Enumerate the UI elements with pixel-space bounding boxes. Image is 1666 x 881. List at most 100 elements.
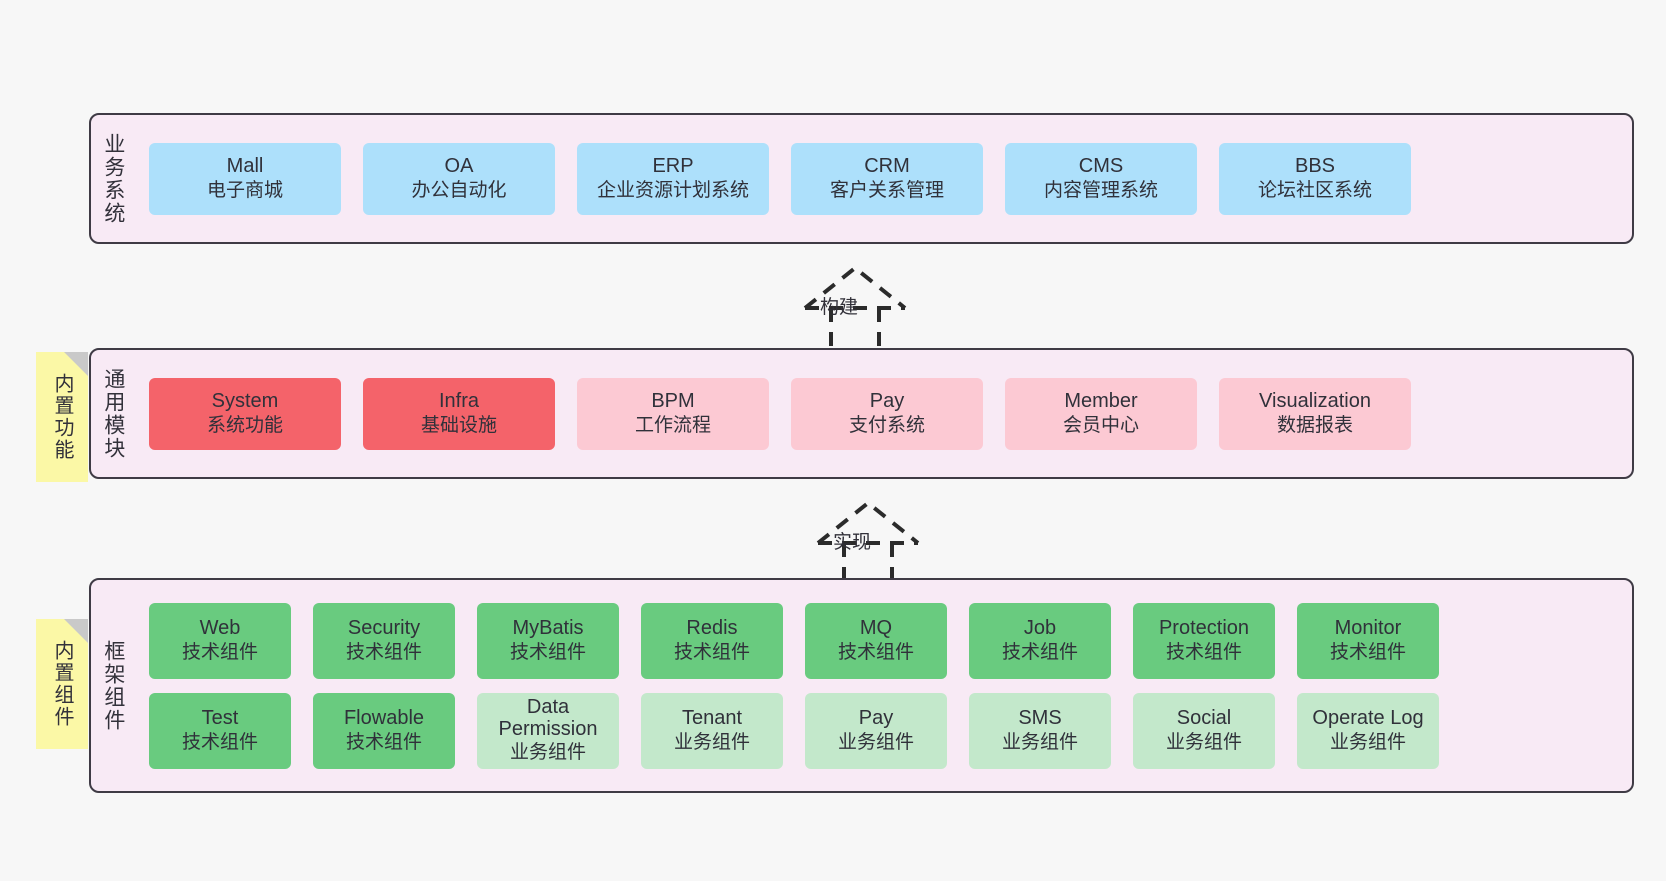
card-title: Monitor [1334,616,1402,639]
card-title: Data Permission [498,695,598,741]
card-subtitle: 数据报表 [1276,415,1353,437]
card-title: Social [1176,706,1232,729]
framework-tech-row: Web 技术组件 Security 技术组件 MyBatis 技术组件 Redi… [139,602,1632,679]
card-title: Infra [438,389,480,412]
card-title: Test [201,706,239,729]
card-title: CRM [864,154,910,177]
layer-title-common-module: 通用模块 [101,367,125,460]
card-flowable[interactable]: Flowable 技术组件 [313,692,455,769]
card-title: Pay [858,706,894,729]
card-title: OA [444,154,474,177]
card-social[interactable]: Social 业务组件 [1133,692,1275,769]
card-title: MQ [859,616,893,639]
card-security[interactable]: Security 技术组件 [313,602,455,679]
layer-body-common-module: System 系统功能 Infra 基础设施 BPM 工作流程 Pay 支付系统… [135,350,1632,477]
card-system[interactable]: System 系统功能 [149,377,341,450]
note-builtin-features: 内置功能 [36,352,88,482]
card-subtitle: 技术组件 [509,642,586,664]
layer-body-business-system: Mall 电子商城 OA 办公自动化 ERP 企业资源计划系统 CRM 客户关系… [135,115,1632,242]
card-subtitle: 技术组件 [181,732,258,754]
business-card-row: Mall 电子商城 OA 办公自动化 ERP 企业资源计划系统 CRM 客户关系… [139,142,1632,215]
card-cms[interactable]: CMS 内容管理系统 [1005,142,1197,215]
card-pay[interactable]: Pay 支付系统 [791,377,983,450]
card-title: Web [199,616,241,639]
card-title: Operate Log [1312,706,1424,729]
card-subtitle: 工作流程 [634,415,711,437]
card-title: Flowable [343,706,425,729]
card-title: Pay [869,389,905,412]
card-infra[interactable]: Infra 基础设施 [363,377,555,450]
card-subtitle: 业务组件 [1329,732,1406,754]
card-subtitle: 技术组件 [1329,642,1406,664]
card-title: BBS [1294,154,1336,177]
connector-implement [808,497,948,589]
card-job[interactable]: Job 技术组件 [969,602,1111,679]
card-title: Tenant [681,706,743,729]
card-subtitle: 技术组件 [181,642,258,664]
card-subtitle: 内容管理系统 [1043,180,1158,202]
connector-build [795,262,935,354]
card-title: Security [347,616,421,639]
card-operate-log[interactable]: Operate Log 业务组件 [1297,692,1439,769]
card-protection[interactable]: Protection 技术组件 [1133,602,1275,679]
card-subtitle: 技术组件 [673,642,750,664]
layer-body-framework-components: Web 技术组件 Security 技术组件 MyBatis 技术组件 Redi… [135,580,1632,791]
connector-implement-label: 实现 [833,532,872,553]
card-mybatis[interactable]: MyBatis 技术组件 [477,602,619,679]
card-subtitle: 技术组件 [1165,642,1242,664]
card-data-permission[interactable]: Data Permission 业务组件 [477,692,619,769]
card-redis[interactable]: Redis 技术组件 [641,602,783,679]
card-subtitle: 客户关系管理 [829,180,944,202]
card-subtitle: 技术组件 [837,642,914,664]
layer-title-business-system: 业务系统 [101,132,125,225]
card-mq[interactable]: MQ 技术组件 [805,602,947,679]
common-module-card-row: System 系统功能 Infra 基础设施 BPM 工作流程 Pay 支付系统… [139,377,1632,450]
framework-business-row: Test 技术组件 Flowable 技术组件 Data Permission … [139,692,1632,769]
card-subtitle: 系统功能 [206,415,283,437]
card-subtitle: 业务组件 [837,732,914,754]
card-subtitle: 企业资源计划系统 [596,180,749,202]
layer-title-framework-components: 框架组件 [101,639,125,732]
card-subtitle: 业务组件 [509,741,586,763]
card-web[interactable]: Web 技术组件 [149,602,291,679]
card-title: Protection [1158,616,1250,639]
card-bbs[interactable]: BBS 论坛社区系统 [1219,142,1411,215]
card-monitor[interactable]: Monitor 技术组件 [1297,602,1439,679]
card-subtitle: 办公自动化 [411,180,507,202]
card-title: CMS [1078,154,1124,177]
card-crm[interactable]: CRM 客户关系管理 [791,142,983,215]
layer-business-system: 业务系统 Mall 电子商城 OA 办公自动化 ERP 企业资源计划系统 CRM… [89,113,1634,244]
card-title: SMS [1018,706,1062,729]
note-builtin-components: 内置组件 [36,619,88,749]
card-bpm[interactable]: BPM 工作流程 [577,377,769,450]
card-mall[interactable]: Mall 电子商城 [149,142,341,215]
card-pay-component[interactable]: Pay 业务组件 [805,692,947,769]
card-subtitle: 论坛社区系统 [1257,180,1372,202]
connector-build-label: 构建 [820,297,859,318]
card-title: Redis [686,616,738,639]
card-title: Visualization [1259,389,1371,412]
card-subtitle: 会员中心 [1062,415,1139,437]
card-oa[interactable]: OA 办公自动化 [363,142,555,215]
card-test[interactable]: Test 技术组件 [149,692,291,769]
card-subtitle: 技术组件 [345,732,422,754]
card-erp[interactable]: ERP 企业资源计划系统 [577,142,769,215]
card-tenant[interactable]: Tenant 业务组件 [641,692,783,769]
card-title: BPM [651,389,695,412]
card-subtitle: 基础设施 [420,415,497,437]
card-subtitle: 支付系统 [848,415,925,437]
card-title: Job [1023,616,1057,639]
card-subtitle: 技术组件 [1001,642,1078,664]
card-subtitle: 技术组件 [345,642,422,664]
card-visualization[interactable]: Visualization 数据报表 [1219,377,1411,450]
card-subtitle: 业务组件 [1001,732,1078,754]
layer-common-module: 通用模块 System 系统功能 Infra 基础设施 BPM 工作流程 Pay… [89,348,1634,479]
card-title: System [211,389,279,412]
card-title: Mall [226,154,264,177]
card-subtitle: 电子商城 [206,180,283,202]
card-sms[interactable]: SMS 业务组件 [969,692,1111,769]
card-member[interactable]: Member 会员中心 [1005,377,1197,450]
card-title: Member [1064,389,1138,412]
card-title: MyBatis [512,616,584,639]
